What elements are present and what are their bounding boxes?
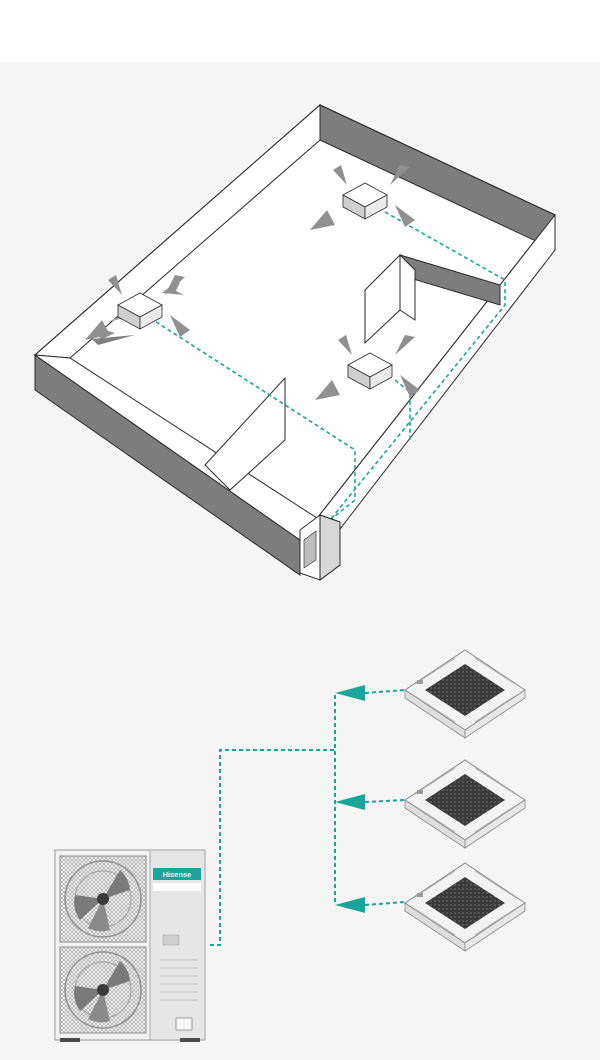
pipe-unit-2	[329, 211, 506, 521]
ceiling-cassette-unit	[404, 649, 526, 739]
brand-badge	[153, 868, 201, 880]
pipe-lines	[149, 211, 506, 529]
ceiling-cassette-unit	[85, 275, 190, 345]
fan-icon	[59, 946, 147, 1034]
system-schematic: Hisense	[54, 649, 526, 1042]
floor-plan	[33, 103, 556, 581]
pipe-unit-1	[149, 317, 356, 529]
arrow-head	[335, 685, 365, 701]
ceiling-cassette-unit	[404, 862, 526, 952]
refrigerant-pipes	[210, 689, 406, 946]
arrow-head	[335, 794, 365, 810]
pipe-branch-3	[364, 901, 406, 906]
outdoor-unit: Hisense	[54, 849, 206, 1042]
ceiling-cassette-unit	[315, 335, 420, 400]
ceiling-cassette-unit	[310, 165, 415, 230]
pipe-main	[210, 749, 335, 946]
pipe-branch-1	[364, 689, 406, 694]
pipe-branch-2	[364, 799, 406, 803]
partition-room-side	[399, 253, 416, 321]
fan-icon	[59, 855, 147, 943]
arrow-head	[335, 897, 365, 913]
ceiling-cassette-unit	[404, 759, 526, 849]
pipe-unit-3	[394, 379, 411, 440]
brand-logo: Hisense	[163, 870, 192, 879]
outdoor-unit	[299, 514, 341, 581]
partition-1	[204, 376, 286, 491]
